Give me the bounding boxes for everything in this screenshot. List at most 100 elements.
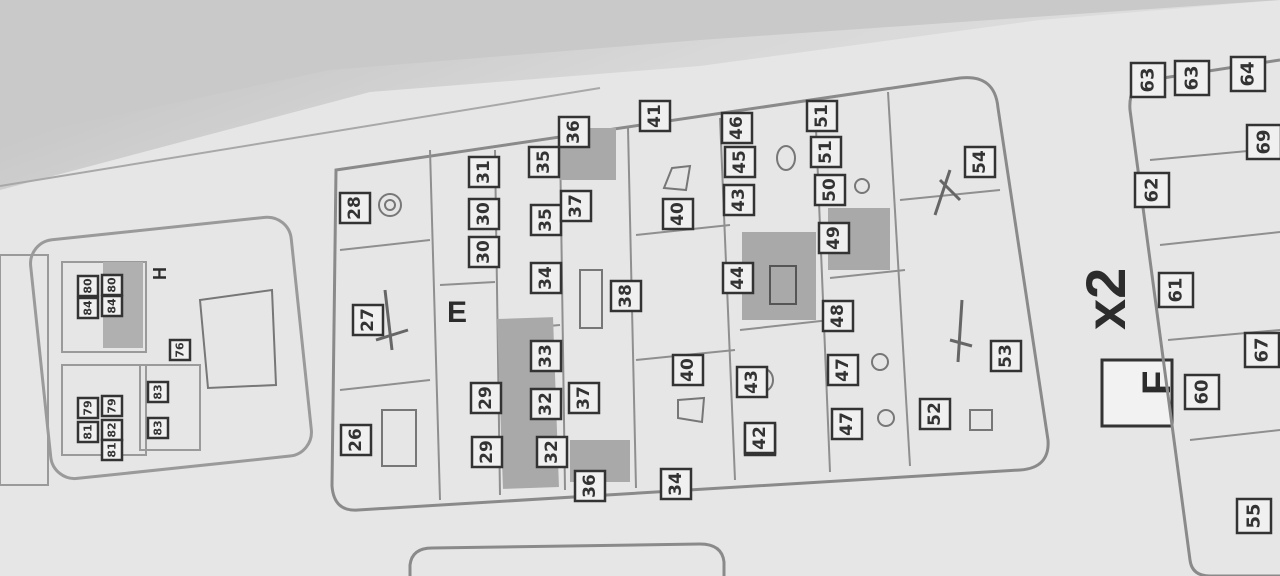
part-drawing: [384, 199, 396, 211]
sprue-e-shaded-part: [742, 232, 816, 320]
part-number-box: 36: [573, 469, 607, 503]
part-drawing: [969, 409, 993, 431]
part-number: 30: [474, 202, 494, 226]
part-drawing: [378, 193, 402, 217]
part-drawing: [776, 145, 796, 171]
part-number: 63: [1182, 65, 1203, 90]
part-drawing: [381, 409, 417, 467]
part-number: 29: [477, 440, 497, 464]
part-number: 41: [645, 104, 665, 128]
part-number: 52: [925, 402, 945, 426]
part-number-box: 36: [557, 115, 591, 149]
part-number-box: 52: [918, 397, 952, 431]
background-page: [0, 0, 1280, 140]
part-number: 33: [536, 344, 556, 368]
part-number: 28: [345, 196, 365, 220]
part-number: 34: [666, 472, 686, 496]
part-number: 51: [816, 140, 836, 164]
part-number-box: 49: [817, 221, 851, 255]
sprue-g-fragment: [0, 254, 49, 486]
part-number: 81: [106, 442, 119, 457]
part-number-box: 80: [76, 274, 100, 298]
part-number: 37: [574, 386, 594, 410]
part-number: 26: [346, 428, 366, 452]
part-drawing: [769, 265, 797, 305]
part-number-box: 50: [813, 173, 847, 207]
part-number-box: 43: [722, 183, 756, 217]
part-number-box: 44: [721, 261, 755, 295]
part-number-box: 84: [100, 294, 124, 318]
part-number: 55: [1244, 503, 1265, 528]
part-number-box: 34: [529, 261, 563, 295]
part-number-box: 40: [671, 353, 705, 387]
part-number-box: 79: [76, 396, 100, 420]
part-number: 27: [358, 308, 378, 332]
part-number-box: 81: [76, 420, 100, 444]
sprue-e-frame: [330, 76, 1050, 512]
sprue-f-label: F: [1135, 371, 1179, 395]
part-number: 61: [1166, 277, 1187, 302]
part-number: 51: [812, 104, 832, 128]
part-number-box: 48: [821, 299, 855, 333]
part-number-box: 51: [809, 135, 843, 169]
part-number-box: 63: [1173, 59, 1211, 97]
part-number: 36: [564, 120, 584, 144]
part-number: 83: [152, 384, 165, 399]
part-number-box: 79: [100, 394, 124, 418]
part-number: 83: [152, 420, 165, 435]
part-number-box: 34: [659, 467, 693, 501]
part-number: 35: [536, 208, 556, 232]
part-number-box: 69: [1245, 123, 1280, 161]
part-number-box: 35: [529, 203, 563, 237]
part-number-box: 62: [1133, 171, 1171, 209]
part-number: 47: [833, 358, 853, 382]
part-number-box: 42: [743, 421, 777, 455]
part-number: 80: [106, 277, 119, 293]
part-number: 76: [174, 342, 187, 358]
part-number: 48: [828, 304, 848, 328]
sprue-e-label: E: [447, 296, 467, 329]
part-number: 46: [727, 116, 747, 140]
part-number-box: 35: [527, 145, 561, 179]
part-number-box: 43: [735, 365, 769, 399]
part-number: 45: [730, 150, 750, 174]
part-number-box: 32: [529, 387, 563, 421]
part-drawing: [854, 178, 870, 194]
part-number: 49: [824, 226, 844, 250]
part-number: 40: [668, 202, 688, 226]
part-number-box: 46: [720, 111, 754, 145]
part-number-box: 26: [339, 423, 373, 457]
part-number-box: 37: [567, 381, 601, 415]
part-number: 64: [1238, 61, 1259, 86]
part-number-box: 67: [1243, 331, 1280, 369]
part-number: 53: [996, 344, 1016, 368]
part-number-box: 53: [989, 339, 1023, 373]
part-drawing: [662, 164, 692, 192]
sprue-f-label-box: [1100, 358, 1174, 428]
part-drawing: [677, 396, 706, 424]
part-number-box: 30: [467, 197, 501, 231]
part-number-box: 81: [100, 438, 124, 462]
part-drawing: [877, 409, 895, 427]
part-number-box: 45: [723, 145, 757, 179]
part-number-box: 83: [146, 416, 170, 440]
part-drawing: [579, 269, 603, 329]
part-number-box: 33: [529, 339, 563, 373]
part-number: 63: [1138, 67, 1159, 92]
part-number: 62: [1142, 177, 1163, 202]
part-number: 84: [106, 298, 119, 314]
part-number: 29: [476, 386, 496, 410]
part-number: 34: [536, 266, 556, 290]
part-number-box: 76: [168, 338, 192, 362]
part-number: 84: [82, 300, 95, 316]
part-number: 67: [1252, 337, 1273, 362]
part-number-box: 40: [661, 197, 695, 231]
part-number-box: 83: [146, 380, 170, 404]
part-number: 30: [474, 240, 494, 264]
part-number: 50: [820, 178, 840, 202]
part-number: 42: [750, 426, 770, 450]
